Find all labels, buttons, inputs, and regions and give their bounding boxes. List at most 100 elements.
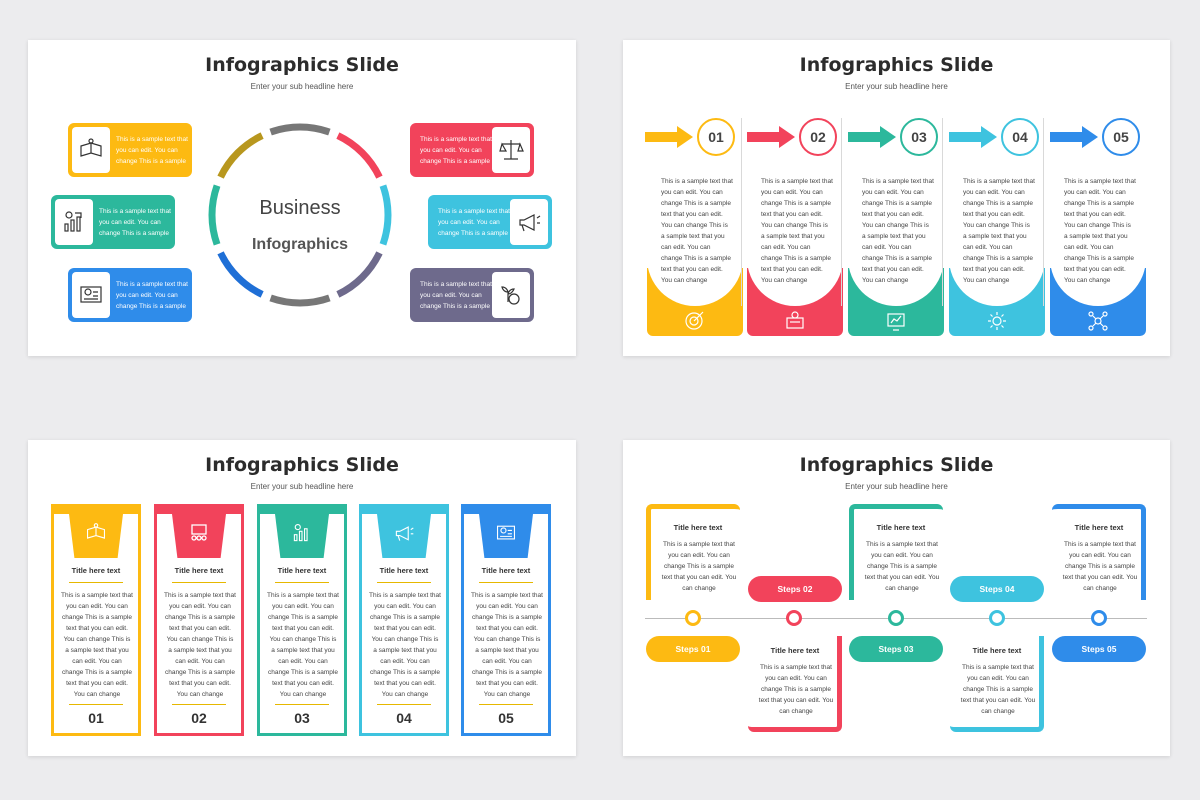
column-text: This is a sample text that you can edit.… — [61, 592, 133, 698]
arrow-right-icon — [949, 126, 997, 148]
step-card-top[interactable]: Title here text This is a sample text th… — [1052, 504, 1146, 600]
step-text: This is a sample text that you can edit.… — [862, 178, 934, 284]
arrow-right-icon — [1050, 126, 1098, 148]
column-number: 04 — [396, 710, 412, 726]
ring-segment — [217, 251, 264, 298]
step-pill[interactable]: Steps 03 — [849, 636, 943, 662]
step-text: This is a sample text that you can edit.… — [960, 664, 1036, 715]
step-card-top[interactable]: Title here text This is a sample text th… — [646, 504, 740, 600]
slide-4-timeline-steps[interactable]: Infographics Slide Enter your sub headli… — [623, 440, 1170, 756]
step-pill[interactable]: Steps 04 — [950, 576, 1044, 602]
slide-subtitle: Enter your sub headline here — [250, 82, 354, 91]
step-text: This is a sample text that you can edit.… — [864, 541, 940, 592]
step-pill[interactable]: Steps 05 — [1052, 636, 1146, 662]
title-divider — [172, 582, 226, 583]
step-card-bottom[interactable]: Title here text This is a sample text th… — [748, 636, 842, 732]
book-icon — [72, 127, 110, 173]
left-pill-2[interactable]: This is a sample text that you can edit.… — [51, 195, 175, 249]
step-pill[interactable]: Steps 02 — [748, 576, 842, 602]
column-number: 03 — [294, 710, 310, 726]
step-number-circle: 01 — [697, 118, 735, 156]
number-divider — [172, 704, 226, 705]
step-number-circle: 05 — [1102, 118, 1140, 156]
column-divider — [741, 118, 742, 306]
ring-segment — [269, 123, 331, 136]
dashboard-icon — [496, 525, 516, 540]
step-column[interactable]: This is a sample text that you can edit.… — [1050, 118, 1146, 336]
arrow-right-icon — [848, 126, 896, 148]
network-icon — [1088, 311, 1108, 331]
info-column[interactable]: Title here text This is a sample text th… — [154, 504, 244, 736]
money-plant-icon — [492, 272, 530, 318]
info-column[interactable]: Title here text This is a sample text th… — [51, 504, 141, 736]
step-column[interactable]: This is a sample text that you can edit.… — [747, 118, 843, 336]
column-text: This is a sample text that you can edit.… — [164, 592, 236, 698]
megaphone-icon — [395, 526, 414, 541]
slide-subtitle: Enter your sub headline here — [845, 482, 948, 491]
megaphone-icon — [510, 199, 548, 245]
ring-segment — [379, 184, 392, 246]
center-label-infographics: Infographics — [251, 236, 348, 253]
column-title: Title here text — [481, 566, 531, 575]
pill-text: This is a sample text that you can edit.… — [420, 136, 492, 165]
column-number: 02 — [191, 710, 207, 726]
ring-segment — [336, 251, 383, 298]
slide-2-numbered-steps[interactable]: Infographics Slide Enter your sub headli… — [623, 40, 1170, 356]
segmented-ring — [208, 123, 392, 307]
slide-title: Infographics Slide — [205, 454, 399, 476]
arrow-right-icon — [645, 126, 693, 148]
right-pill-1[interactable]: This is a sample text that you can edit.… — [410, 123, 534, 177]
column-frame — [359, 504, 449, 736]
column-number: 05 — [498, 710, 514, 726]
title-divider — [275, 582, 329, 583]
ring-segment — [217, 132, 264, 179]
step-text: This is a sample text that you can edit.… — [1062, 541, 1138, 592]
step-card-top[interactable]: Title here text This is a sample text th… — [849, 504, 943, 600]
step-card-bottom[interactable]: Title here text This is a sample text th… — [950, 636, 1044, 732]
info-column[interactable]: Title here text This is a sample text th… — [461, 504, 551, 736]
timeline-dot — [685, 610, 701, 626]
info-column[interactable]: Title here text This is a sample text th… — [359, 504, 449, 736]
column-frame — [257, 504, 347, 736]
ring-segment — [208, 184, 221, 246]
growth-chart-icon — [55, 199, 93, 245]
left-pill-3[interactable]: This is a sample text that you can edit.… — [68, 268, 192, 322]
step-text: This is a sample text that you can edit.… — [758, 664, 834, 715]
column-text: This is a sample text that you can edit.… — [369, 592, 441, 698]
right-pill-3[interactable]: This is a sample text that you can edit.… — [410, 268, 534, 322]
slide-3-title-columns[interactable]: Infographics Slide Enter your sub headli… — [28, 440, 576, 756]
number-divider — [377, 704, 431, 705]
step-number-circle: 02 — [799, 118, 837, 156]
pill-text: This is a sample text that you can edit.… — [438, 208, 510, 237]
column-title: Title here text — [174, 566, 224, 575]
slide-subtitle: Enter your sub headline here — [250, 482, 354, 491]
header-tab — [377, 514, 431, 558]
column-text: This is a sample text that you can edit.… — [471, 592, 543, 698]
step-text: This is a sample text that you can edit.… — [761, 178, 833, 284]
timeline-dot — [989, 610, 1005, 626]
dashboard-icon — [72, 272, 110, 318]
timeline-dot — [888, 610, 904, 626]
info-column[interactable]: Title here text This is a sample text th… — [257, 504, 347, 736]
step-text: This is a sample text that you can edit.… — [661, 541, 737, 592]
step-pill[interactable]: Steps 01 — [646, 636, 740, 662]
step-title: Title here text — [972, 646, 1022, 655]
ring-segment — [269, 294, 331, 307]
analytics-icon — [887, 313, 905, 331]
step-column[interactable]: This is a sample text that you can edit.… — [647, 118, 743, 336]
column-title: Title here text — [277, 566, 327, 575]
pill-text: This is a sample text that you can edit.… — [420, 281, 492, 310]
slide-1-business-infographics[interactable]: Infographics Slide Enter your sub headli… — [28, 40, 576, 356]
pill-text: This is a sample text that you can edit.… — [116, 136, 188, 165]
right-pill-2[interactable]: This is a sample text that you can edit.… — [428, 195, 552, 249]
left-pill-1[interactable]: This is a sample text that you can edit.… — [68, 123, 192, 177]
step-text: This is a sample text that you can edit.… — [661, 178, 733, 284]
arrow-right-icon — [747, 126, 795, 148]
step-title: Title here text — [1074, 523, 1124, 532]
column-frame — [461, 504, 551, 736]
growth-chart-icon — [293, 523, 308, 542]
ring-segment — [336, 132, 383, 179]
step-text: This is a sample text that you can edit.… — [1064, 178, 1136, 284]
slide-title: Infographics Slide — [799, 54, 994, 76]
target-icon — [685, 311, 704, 330]
